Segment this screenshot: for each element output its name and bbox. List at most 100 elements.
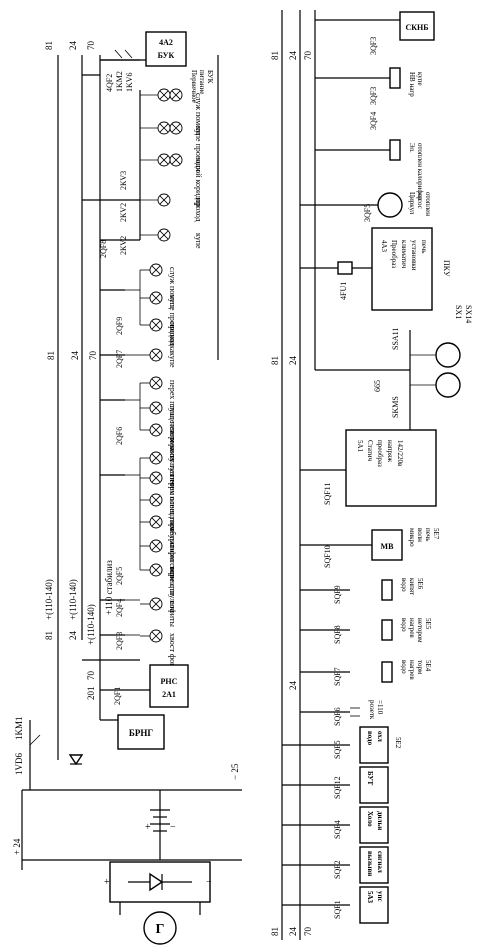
- lamp-3-3: [149, 515, 163, 529]
- sqf11: SQF11: [323, 483, 332, 505]
- buk-caption-2: питание: [198, 70, 206, 94]
- rbus-24-low: 24: [288, 681, 298, 691]
- rbus-24-bottom: 24: [288, 927, 298, 937]
- relay-2kv3: 2КV3: [119, 171, 128, 190]
- pump-symbol: [377, 192, 403, 218]
- buk-caption-1: Первичное: [190, 70, 198, 103]
- static-t4: напряж: [386, 440, 394, 462]
- kv-lamp-3-a: [157, 193, 171, 207]
- bus-70-mid: 70: [88, 351, 98, 361]
- lamp-label-3-4: софит торм отп: [168, 543, 177, 596]
- skms: SKMS: [391, 396, 400, 418]
- consumer-label-2-0: водо: [400, 660, 408, 674]
- calorifer-label-2: отоплен калорифер: [416, 143, 424, 201]
- mv-l1: микро: [408, 528, 416, 547]
- qf-sqf9: SQF9: [333, 585, 342, 604]
- bus-201-low: 201: [86, 687, 96, 701]
- lamp-label-2-2: сигн занят туалет: [168, 427, 177, 487]
- kv-lamp-label-2: косой коридор: [194, 158, 203, 207]
- consumer-box-text-4-0: водо: [366, 731, 374, 746]
- bus-24-top: 24: [68, 41, 78, 51]
- kv-lamp-1-b: [169, 121, 183, 135]
- consumer-label-3-1: =110: [376, 700, 384, 715]
- switch-2qf4: 2QF4: [115, 599, 124, 617]
- lamp-label-0-2: проход: [168, 322, 177, 346]
- battery-minus: −: [170, 822, 176, 833]
- kv-lamp-label-1: купе проводн: [194, 126, 203, 172]
- switch-2qf9: 2QF9: [115, 317, 124, 335]
- km1: 1KM1: [14, 716, 24, 740]
- lamp-0-2: [149, 318, 163, 332]
- buk-box: [145, 31, 187, 67]
- lamp-3-5: [149, 563, 163, 577]
- bus-24-low: 24: [68, 631, 78, 641]
- consumer-label-0-1: кипят: [408, 578, 416, 595]
- nv-label-1: НВ нагр: [408, 72, 416, 97]
- consumer-box-text-4-1: охл: [376, 731, 384, 742]
- buk-section: 4QF2 1KM2 1KV6 4А2 БУК Первичное питание…: [100, 31, 214, 103]
- sx1: SX1: [454, 305, 463, 319]
- qf-3qf3-b: 3QF3: [369, 87, 378, 105]
- mv-l4: 5Е7: [432, 528, 440, 540]
- bus-70-low: 70: [86, 671, 96, 681]
- sknb-box: [399, 11, 435, 41]
- microwave: МВ SQF10 микро волн печь 5Е7: [300, 528, 440, 568]
- rbus-81-mid: 81: [270, 356, 280, 365]
- bus-81-low: 81: [44, 631, 54, 640]
- kv-lamp-label-3: проход: [194, 198, 203, 222]
- consumer-box-text-8-0: 5А3: [366, 891, 374, 904]
- rns-section: РНС 2А1 2QF1 БРНГ: [82, 659, 189, 750]
- consumer-res-1: [381, 619, 393, 641]
- kv-lamp-1-a: [157, 121, 171, 135]
- gen-plus: +: [104, 877, 110, 888]
- lamp-label-0-1: купе проводника: [168, 295, 177, 353]
- left-vertical-buses: [57, 55, 219, 760]
- pump-label-3: отоплен: [424, 192, 432, 216]
- kv-lamp-4-a: [157, 228, 171, 242]
- lamp-4-0: [149, 597, 163, 611]
- calorifer-label-1: Эл.: [408, 143, 416, 153]
- qf-3qf5: 3QF5: [363, 204, 372, 222]
- consumer-label-1-2: нетором: [416, 618, 424, 643]
- consumer-box-8: [359, 886, 389, 924]
- lamp-label-2-0: перех площ нетормоз: [168, 380, 177, 453]
- static-converter: 5А1 Статич преобраз напряж 142/220в SQF1…: [300, 420, 437, 507]
- consumer-label-0-2: 5Е6: [416, 578, 424, 590]
- pku-section: 4FU1 4А3 Преобраз климатич установки печ…: [300, 227, 451, 311]
- sknb-label: СКНБ: [405, 23, 428, 32]
- switch-2qf1: 2QF1: [113, 687, 122, 705]
- rns-box: [149, 664, 189, 708]
- kv-lamp-0-b: [169, 88, 183, 102]
- mv-box: [371, 529, 403, 561]
- consumer-label-1-0: водо: [400, 618, 408, 632]
- qf-3qf3-a: 3QF3: [369, 37, 378, 55]
- lamp-1-0: [149, 348, 163, 362]
- brng-box: [117, 714, 165, 750]
- left-bus-value-labels: 1KM1 81 +(110-140) 24 +(110-140) 70 +(11…: [14, 560, 114, 790]
- bus-24-mid: 24: [70, 351, 80, 361]
- v3: +(110-140): [86, 604, 96, 645]
- calorifer: [389, 139, 401, 161]
- lamp-label-1-0: купе: [168, 352, 177, 368]
- kv-lamp-2-a: [157, 153, 171, 167]
- rbus-24-mid: 24: [288, 356, 298, 366]
- lamp-label-2-1: туалет нетормоз: [168, 405, 177, 460]
- pku-box: [371, 227, 433, 311]
- static-t2: Статич: [366, 440, 374, 461]
- qf-sqf2: SQF2: [333, 860, 342, 879]
- consumer-label-2-1: нагрев: [408, 660, 416, 680]
- mv-l3: печь: [424, 528, 432, 541]
- consumer-label-2-2: торм: [416, 660, 424, 675]
- consumer-box-text-6-0: Холо: [366, 811, 374, 827]
- consumer-res-0: [381, 579, 393, 601]
- consumer-label-1-1: нагрев: [408, 618, 416, 638]
- nv-label-2: купе: [416, 72, 424, 86]
- qf-sqf4: SQF4: [333, 820, 342, 839]
- static-t3: преобраз: [376, 440, 384, 467]
- consumer-label-2-3: 5Е4: [424, 660, 432, 672]
- battery-generator: + − − 25 + 24 + − Г: [12, 763, 242, 945]
- consumer-label-1-3: 5Е5: [424, 618, 432, 630]
- consumer-box-text-8-1: упс: [376, 891, 384, 902]
